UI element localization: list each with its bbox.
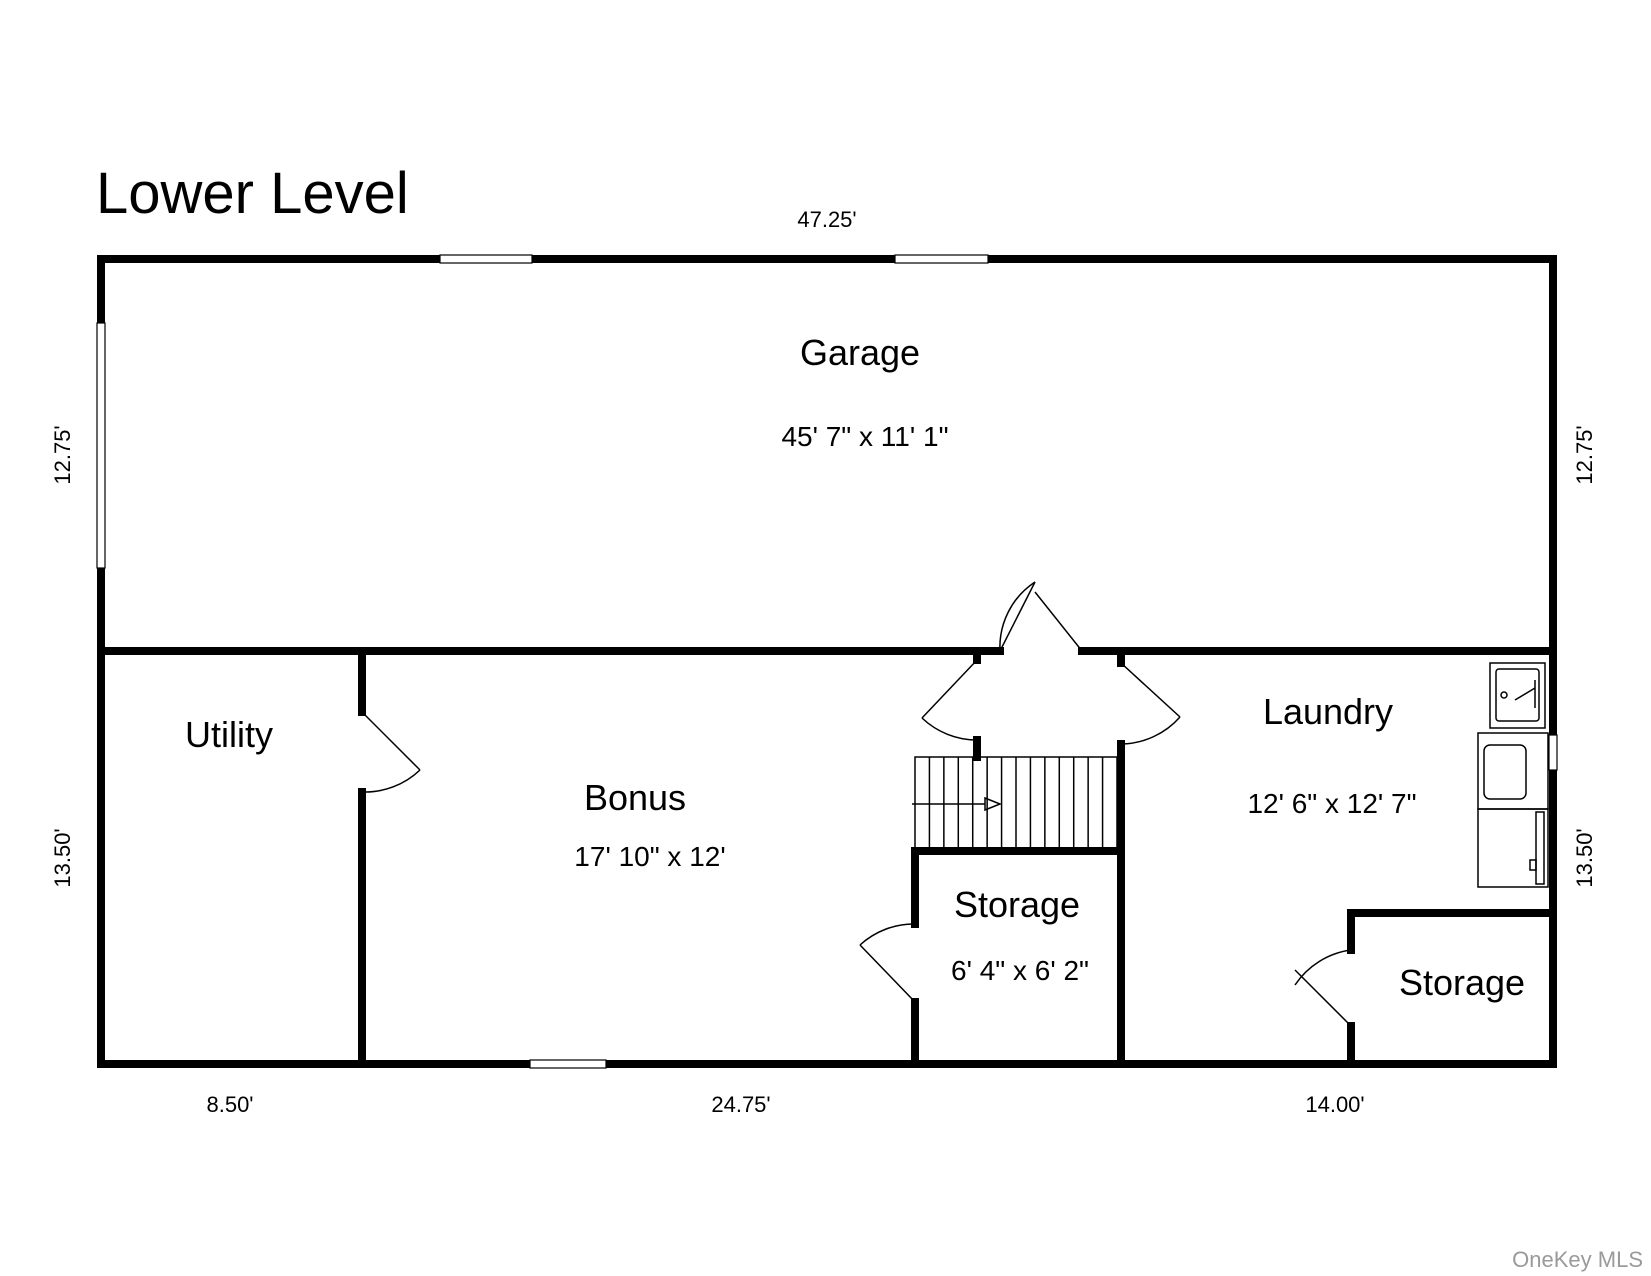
door-utility — [361, 711, 421, 793]
room-utility-name: Utility — [185, 714, 273, 755]
dryer-icon — [1477, 808, 1549, 888]
window-right — [1548, 734, 1558, 771]
door-laundry — [1120, 662, 1181, 745]
measure-right-upper: 12.75' — [1572, 425, 1597, 484]
watermark: OneKey MLS — [1512, 1247, 1643, 1272]
window-top-left — [439, 254, 533, 264]
washer-icon — [1477, 732, 1549, 810]
exterior-walls — [97, 255, 1557, 1068]
window-bottom — [529, 1059, 607, 1069]
room-garage-name: Garage — [800, 332, 920, 373]
measure-bottom-right: 14.00' — [1305, 1092, 1364, 1117]
stairs — [912, 756, 1118, 852]
measure-top: 47.25' — [797, 207, 856, 232]
room-bonus-name: Bonus — [584, 777, 686, 818]
stair-arrow-head — [984, 796, 1003, 812]
plan-title: Lower Level — [96, 161, 409, 226]
room-laundry-name: Laundry — [1263, 691, 1393, 732]
measure-right-lower: 13.50' — [1572, 828, 1597, 887]
sink-icon — [1489, 662, 1546, 729]
room-storage2-name: Storage — [1399, 962, 1525, 1003]
laundry-fixtures — [1477, 662, 1549, 888]
door-bonus-hall — [921, 659, 978, 741]
measure-left-lower: 13.50' — [50, 828, 75, 887]
room-labels: Garage 45' 7" x 11' 1" Utility Bonus 17'… — [185, 332, 1525, 1003]
measure-left-upper: 12.75' — [50, 425, 75, 484]
window-left — [96, 322, 106, 569]
measure-bottom-mid: 24.75' — [711, 1092, 770, 1117]
door-garage-hall — [999, 581, 1083, 652]
doors — [361, 581, 1352, 1027]
room-storage1-dims: 6' 4" x 6' 2" — [951, 955, 1089, 986]
door-storage-1 — [859, 923, 916, 1003]
measure-bottom-left: 8.50' — [206, 1092, 253, 1117]
room-laundry-dims: 12' 6" x 12' 7" — [1247, 788, 1416, 819]
room-bonus-dims: 17' 10" x 12' — [574, 841, 725, 872]
door-storage-2 — [1294, 949, 1352, 1027]
windows — [96, 254, 1558, 1069]
interior-walls — [97, 647, 1557, 1068]
room-garage-dims: 45' 7" x 11' 1" — [781, 421, 948, 452]
window-top-right — [894, 254, 989, 264]
room-storage1-name: Storage — [954, 884, 1080, 925]
